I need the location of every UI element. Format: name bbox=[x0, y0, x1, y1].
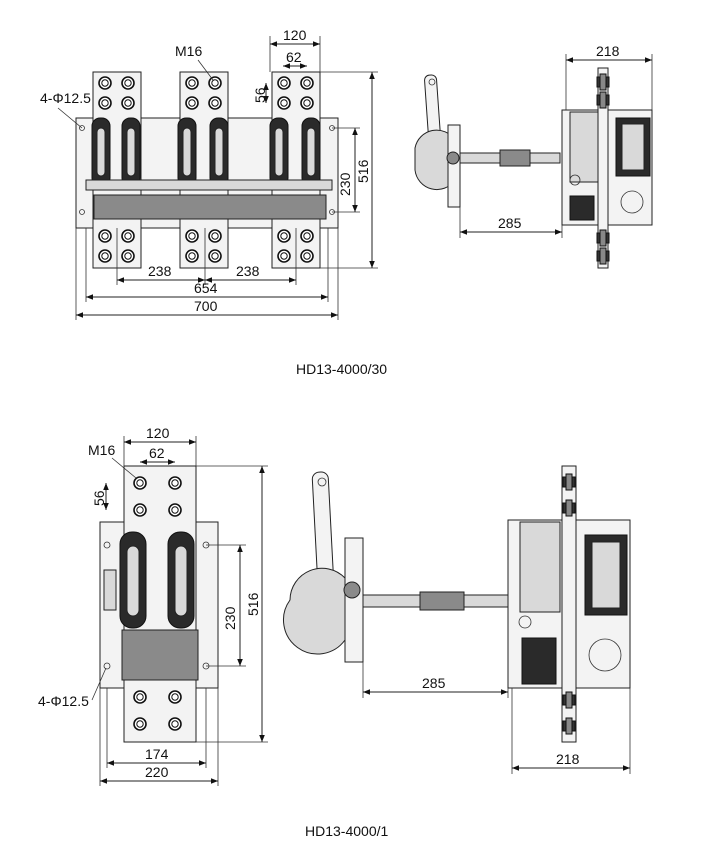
top-dim-62: 62 bbox=[286, 49, 302, 65]
top-dim-654: 654 bbox=[194, 280, 218, 296]
bottom-dim-174: 174 bbox=[145, 746, 169, 762]
top-dim-700: 700 bbox=[194, 298, 218, 314]
top-mount-plate bbox=[447, 124, 461, 208]
top-dim-56: 56 bbox=[252, 87, 268, 103]
top-side-view: 218 285 bbox=[414, 43, 653, 269]
top-dim-285: 285 bbox=[498, 215, 522, 231]
top-label-m16: M16 bbox=[175, 43, 202, 59]
bottom-side-view: 285 218 bbox=[283, 465, 631, 774]
bottom-dim-218: 218 bbox=[556, 751, 580, 767]
top-blades bbox=[91, 117, 321, 187]
top-dim-516: 516 bbox=[355, 159, 371, 183]
bottom-dim-516: 516 bbox=[245, 592, 261, 616]
bottom-dim-56: 56 bbox=[91, 490, 107, 506]
bottom-dim-62: 62 bbox=[149, 445, 165, 461]
top-front-view bbox=[75, 71, 339, 269]
bottom-front-dims: 120 62 M16 56 230 516 4-Φ12.5 174 220 bbox=[38, 425, 268, 786]
top-front-dims: 120 62 56 M16 4-Φ12.5 230 516 238 238 65… bbox=[40, 27, 378, 320]
top-label-holes: 4-Φ12.5 bbox=[40, 90, 91, 106]
top-dim-230: 230 bbox=[337, 172, 353, 196]
bottom-side-busbar bbox=[561, 465, 577, 743]
bottom-label-holes: 4-Φ12.5 bbox=[38, 693, 89, 709]
bottom-front-view bbox=[99, 465, 219, 743]
bottom-lower-contacts bbox=[121, 629, 199, 681]
bottom-caption: HD13-4000/1 bbox=[305, 823, 388, 839]
bottom-label-m16: M16 bbox=[88, 442, 115, 458]
bottom-mount-plate bbox=[344, 537, 364, 663]
top-caption: HD13-4000/30 bbox=[296, 361, 387, 377]
top-lower-contacts bbox=[93, 194, 327, 220]
bottom-handle-disc bbox=[283, 567, 346, 655]
top-dim-238a: 238 bbox=[148, 263, 172, 279]
top-dim-238b: 238 bbox=[236, 263, 260, 279]
top-shaft bbox=[85, 179, 333, 191]
top-side-busbar bbox=[597, 67, 609, 269]
top-dim-120: 120 bbox=[283, 27, 307, 43]
bottom-dim-120: 120 bbox=[146, 425, 170, 441]
top-dim-218: 218 bbox=[596, 43, 620, 59]
bottom-dim-285: 285 bbox=[422, 675, 446, 691]
bottom-dim-230: 230 bbox=[222, 606, 238, 630]
bottom-blades bbox=[119, 531, 195, 629]
bottom-dim-220: 220 bbox=[145, 764, 169, 780]
